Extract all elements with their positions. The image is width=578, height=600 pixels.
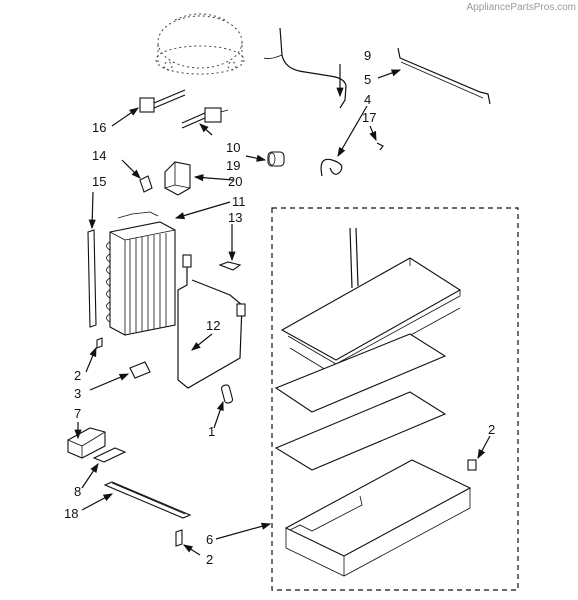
callout-16: 16 (92, 120, 106, 135)
part-17 (376, 142, 384, 151)
assembly-box (271, 207, 519, 591)
compressor-phantom (155, 13, 245, 75)
callout-20: 20 (228, 174, 242, 189)
callout-2-right: 2 (488, 422, 495, 437)
part-15 (87, 229, 97, 328)
callout-17: 17 (362, 110, 376, 125)
callout-9: 9 (364, 48, 371, 63)
callout-6: 6 (206, 532, 213, 547)
callout-8: 8 (74, 484, 81, 499)
callout-15: 15 (92, 174, 106, 189)
part-2-screw-left (96, 337, 103, 349)
callout-11: 11 (232, 194, 246, 209)
part-4 (320, 158, 343, 177)
part-11-condenser (106, 211, 176, 336)
part-16 (139, 89, 186, 113)
callout-labels: 16 10 19 20 14 15 11 13 12 1 2 3 7 8 18 … (64, 48, 495, 567)
part-9 (263, 27, 347, 109)
callout-2-left: 2 (74, 368, 81, 383)
callout-2-bottom: 2 (206, 552, 213, 567)
callout-19: 19 (226, 158, 240, 173)
part-13 (218, 261, 242, 271)
callout-3: 3 (74, 386, 81, 401)
part-7 (67, 427, 106, 459)
part-2-screw-bottom (175, 529, 183, 547)
callout-1: 1 (208, 424, 215, 439)
leader-lines (74, 64, 491, 556)
callout-5: 5 (364, 72, 371, 87)
part-3 (129, 361, 151, 379)
part-8 (92, 447, 127, 463)
callout-14: 14 (92, 148, 106, 163)
part-10 (181, 107, 229, 129)
callout-10: 10 (226, 140, 240, 155)
watermark-text: AppliancePartsPros.com (466, 2, 577, 13)
part-1 (220, 384, 234, 404)
part-18 (103, 481, 192, 519)
part-14 (139, 175, 153, 193)
callout-4: 4 (364, 92, 371, 107)
part-19 (267, 151, 285, 167)
callout-13: 13 (228, 210, 242, 225)
callout-12: 12 (206, 318, 220, 333)
part-12 (177, 254, 246, 389)
drain-pan-assembly (274, 227, 477, 577)
callout-7: 7 (74, 406, 81, 421)
callout-18: 18 (64, 506, 78, 521)
part-20 (164, 161, 191, 196)
part-5 (397, 47, 491, 105)
